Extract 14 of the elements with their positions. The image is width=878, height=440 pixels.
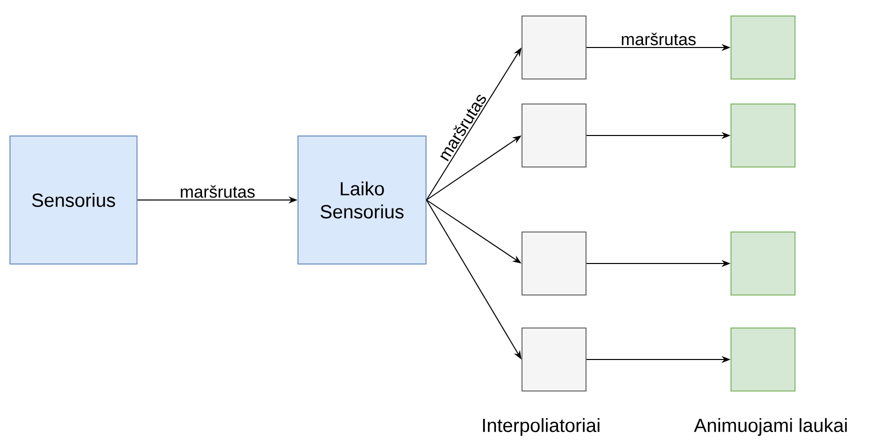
edge-label: maršrutas — [620, 32, 698, 46]
column-caption: Animuojami laukai — [694, 418, 847, 436]
empty-box — [522, 232, 586, 296]
empty-box — [730, 328, 796, 392]
process-box: Laiko Sensorius — [298, 136, 426, 264]
edge-label: maršrutas — [178, 184, 256, 199]
empty-box — [522, 104, 586, 168]
empty-box — [730, 16, 796, 80]
empty-box — [522, 16, 586, 80]
empty-box — [522, 328, 586, 392]
empty-box — [730, 232, 796, 296]
process-box: Sensorius — [10, 136, 138, 264]
column-caption: Interpoliatoriai — [483, 418, 600, 436]
empty-box — [730, 104, 796, 168]
